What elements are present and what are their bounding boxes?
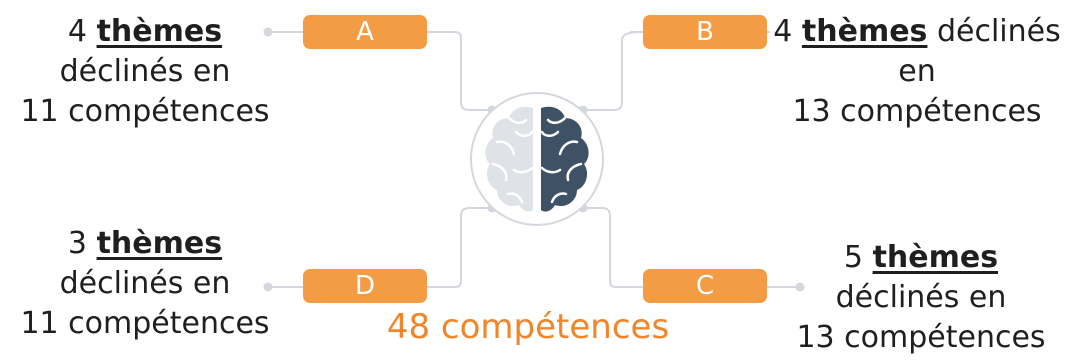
- brain-icon: [485, 106, 589, 212]
- connector-c: [583, 207, 800, 288]
- block-d-line1: 3 thèmes: [67, 226, 223, 261]
- connector-a: [268, 31, 492, 111]
- text-block-d: 3 thèmes déclinés en 11 compétences: [0, 224, 290, 344]
- box-b: B: [643, 15, 767, 49]
- text-block-c: 5 thèmes déclinés en 13 compétences: [776, 238, 1066, 358]
- block-a-line1: 4 thèmes: [67, 14, 223, 49]
- box-d: D: [303, 269, 427, 303]
- block-a-line3: 11 compétences: [20, 94, 270, 129]
- total-competences: 48 compétences: [386, 307, 670, 347]
- block-c-line1: 5 thèmes: [843, 240, 999, 275]
- box-c-label: C: [695, 271, 715, 301]
- block-d-line3: 11 compétences: [20, 306, 270, 341]
- box-b-label: B: [696, 17, 714, 47]
- connector-dot-d: [263, 282, 273, 292]
- block-b-line3: 13 compétences: [792, 94, 1042, 129]
- block-c-line2: déclinés en: [835, 280, 1007, 315]
- box-d-label: D: [354, 271, 376, 301]
- text-block-a: 4 thèmes déclinés en 11 compétences: [0, 12, 290, 132]
- block-b-line1: 4 thèmes déclinés: [773, 14, 1061, 49]
- box-c: C: [643, 269, 767, 303]
- connector-b-elbow: [583, 31, 641, 111]
- block-c-line3: 13 compétences: [796, 320, 1046, 355]
- block-d-line2: déclinés en: [59, 266, 231, 301]
- box-a: A: [303, 15, 427, 49]
- text-block-b: 4 thèmes déclinés en 13 compétences: [758, 12, 1076, 132]
- block-a-line2: déclinés en: [59, 54, 231, 89]
- connector-dot-a: [263, 27, 273, 37]
- block-b-line2: en: [898, 54, 936, 89]
- connector-dot-c: [795, 282, 805, 292]
- connector-d: [268, 207, 492, 288]
- box-a-label: A: [356, 17, 374, 47]
